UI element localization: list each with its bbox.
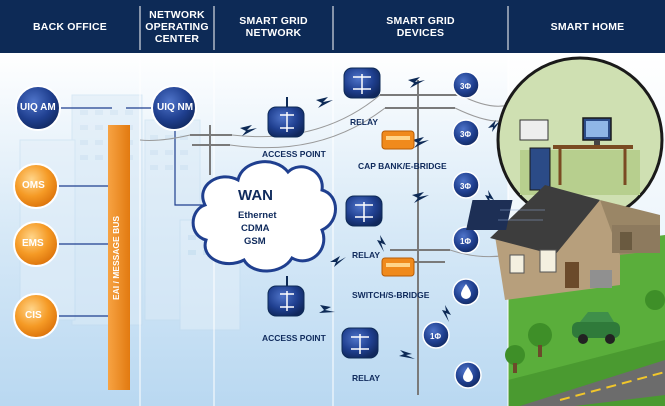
meter-3ph-label: 3Φ	[460, 130, 471, 139]
cis-label: CIS	[25, 310, 42, 321]
ems-label: EMS	[22, 238, 44, 249]
backoffice-links	[52, 105, 205, 317]
wan-cloud	[191, 160, 337, 273]
ac-unit	[590, 270, 612, 288]
relay-middle-label: RELAY	[352, 250, 381, 260]
switch-bridge-label: SWITCH/S-BRIDGE	[352, 290, 430, 300]
header-smart-grid-devices: SMART GRID DEVICES	[386, 14, 455, 39]
relay-bottom-label: RELAY	[352, 373, 381, 383]
home-interior	[496, 56, 664, 224]
wireless-signals	[240, 77, 501, 359]
relay-middle[interactable]	[345, 195, 383, 227]
header-smart-home: SMART HOME	[550, 20, 625, 33]
access-point-bottom-label: ACCESS POINT	[262, 333, 326, 343]
uiq-am-label: UIQ AM	[20, 102, 56, 113]
meter-3ph-label: 3Φ	[460, 182, 471, 191]
utility-poles	[190, 80, 460, 395]
gas-meter-icon[interactable]	[452, 278, 480, 306]
header-back-office: BACK OFFICE	[33, 20, 107, 33]
access-point-top-label: ACCESS POINT	[262, 149, 326, 159]
eai-message-bus	[108, 125, 130, 390]
switch-s-bridge[interactable]	[381, 257, 415, 277]
meter-3ph-1[interactable]: 3Φ	[452, 71, 480, 99]
cap-bank-e-bridge[interactable]	[381, 130, 415, 150]
trees	[505, 290, 665, 373]
relay-top-label: RELAY	[350, 117, 379, 127]
water-meter-icon[interactable]	[454, 361, 482, 389]
appliance-icon	[529, 147, 551, 191]
uiq-nm-node[interactable]	[151, 85, 197, 131]
oms-node[interactable]	[13, 163, 59, 209]
header-smart-grid-network: SMART GRID NETWORK	[239, 14, 308, 39]
meter-3ph-label: 3Φ	[460, 82, 471, 91]
eai-bus-label: EAI / MESSAGE BUS	[111, 216, 121, 300]
wan-cdma: CDMA	[241, 223, 270, 234]
ems-node[interactable]	[13, 221, 59, 267]
cap-bank-label: CAP BANK/E-BRIDGE	[358, 161, 447, 171]
wan-gsm: GSM	[244, 236, 266, 247]
meter-1ph-1[interactable]: 1Φ	[452, 226, 480, 254]
car-icon	[572, 312, 620, 344]
meter-1ph-2[interactable]: 1Φ	[422, 321, 450, 349]
solar-panels-icon	[466, 200, 513, 230]
uiq-nm-label: UIQ NM	[157, 102, 194, 113]
cis-node[interactable]	[13, 293, 59, 339]
relay-bottom[interactable]	[341, 327, 379, 359]
meter-3ph-3[interactable]: 3Φ	[452, 171, 480, 199]
wan-title: WAN	[238, 187, 273, 204]
front-door	[565, 262, 579, 288]
access-point-bottom[interactable]	[267, 276, 305, 317]
thermostat-icon	[519, 119, 549, 141]
meter-1ph-label: 1Φ	[460, 237, 471, 246]
uiq-am-node[interactable]	[15, 85, 61, 131]
relay-top[interactable]	[343, 67, 381, 99]
access-point-top[interactable]	[267, 97, 305, 138]
house	[466, 185, 660, 300]
meter-3ph-2[interactable]: 3Φ	[452, 119, 480, 147]
road	[520, 360, 665, 406]
wan-ethernet: Ethernet	[238, 210, 277, 221]
meter-1ph-label: 1Φ	[430, 332, 441, 341]
header-network-operating-center: NETWORK OPERATING CENTER	[145, 8, 209, 45]
oms-label: OMS	[22, 180, 45, 191]
